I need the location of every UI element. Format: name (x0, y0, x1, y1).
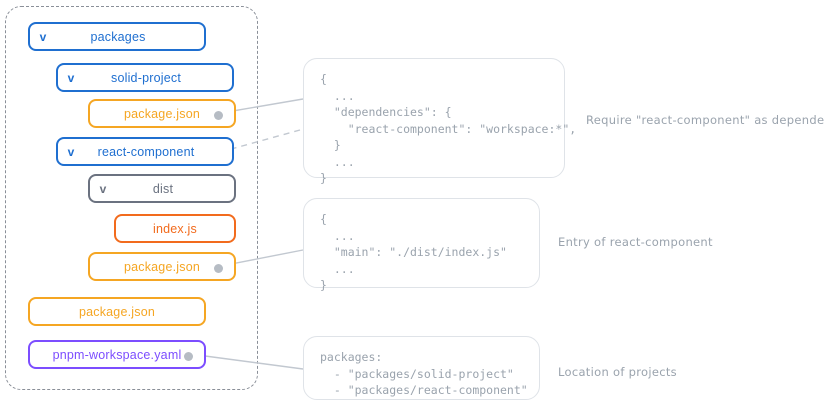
tree-node-dist-folder[interactable]: v dist (88, 174, 236, 203)
chevron-down-icon[interactable]: v (67, 70, 75, 85)
connector-dot (214, 264, 223, 273)
chevron-down-icon[interactable]: v (39, 29, 47, 44)
tree-node-packages-folder[interactable]: v packages (28, 22, 206, 51)
dependencies-panel: { ... "dependencies": { "react-component… (303, 58, 576, 185)
connector-dot (184, 352, 193, 361)
tree-node-react-component-package-json[interactable]: package.json (88, 252, 236, 281)
annotation-location: Location of projects (558, 365, 677, 379)
tree-node-solid-project-package-json[interactable]: package.json (88, 99, 236, 128)
tree-node-label: dist (152, 181, 174, 196)
tree-node-label: index.js (153, 221, 197, 236)
tree-node-solid-project-folder[interactable]: v solid-project (56, 63, 234, 92)
tree-node-label: pnpm-workspace.yaml (52, 347, 182, 362)
main-entry-panel: { ... "main": "./dist/index.js" ... } (303, 198, 540, 292)
tree-node-react-component-folder[interactable]: v react-component (56, 137, 234, 166)
chevron-down-icon[interactable]: v (99, 181, 107, 196)
code-block: { ... "main": "./dist/index.js" ... } (320, 212, 507, 292)
chevron-down-icon[interactable]: v (67, 144, 75, 159)
tree-node-root-package-json[interactable]: package.json (28, 297, 206, 326)
tree-node-label: solid-project (111, 70, 181, 85)
code-block: { ... "dependencies": { "react-component… (320, 72, 577, 185)
tree-node-label: package.json (78, 304, 156, 319)
tree-node-label: package.json (123, 259, 201, 274)
annotation-entry: Entry of react-component (558, 235, 713, 249)
tree-node-label: packages (90, 29, 146, 44)
tree-node-label: package.json (123, 106, 201, 121)
connector-dot (214, 111, 223, 120)
workspace-root-container (5, 6, 258, 390)
workspace-yaml-panel: packages: - "packages/solid-project" - "… (303, 336, 540, 400)
code-block: packages: - "packages/solid-project" - "… (320, 350, 528, 397)
tree-node-index-js-file[interactable]: index.js (114, 214, 236, 243)
annotation-dependency: Require "react-component" as dependency (586, 113, 825, 127)
tree-node-label: react-component (97, 144, 195, 159)
tree-node-pnpm-workspace-yaml[interactable]: pnpm-workspace.yaml (28, 340, 206, 369)
